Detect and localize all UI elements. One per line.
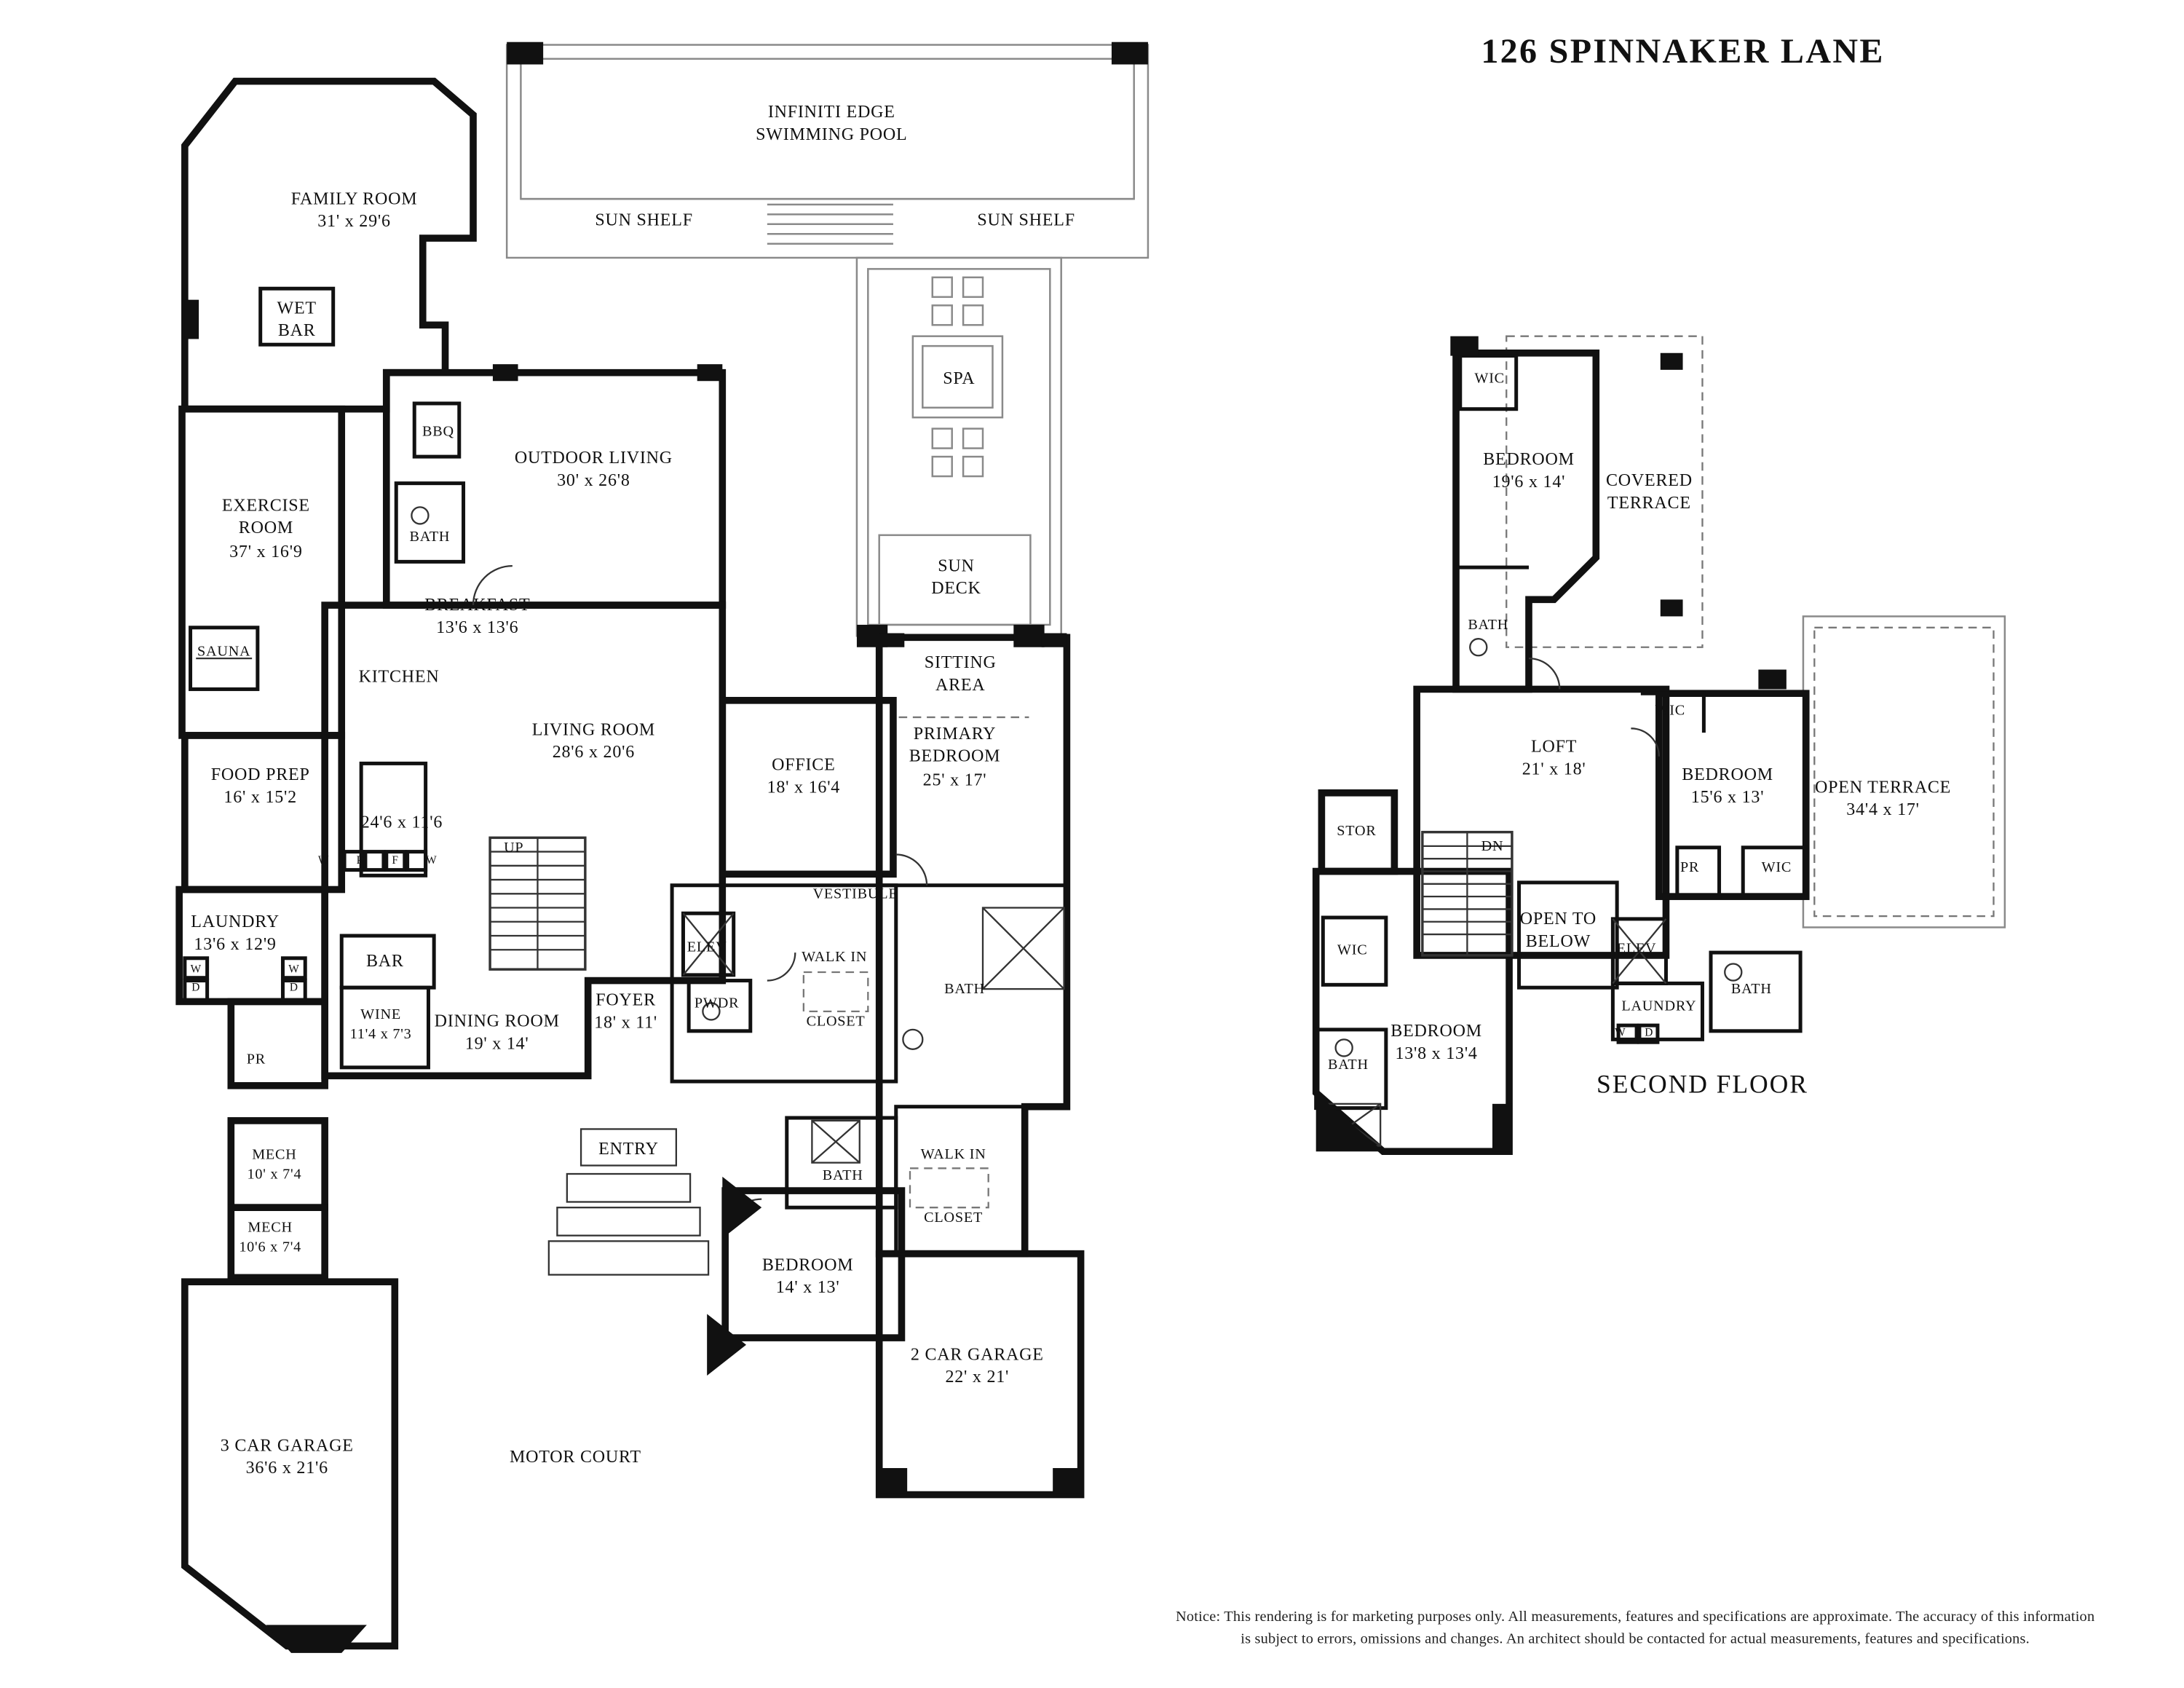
room-label-wet-bar: WET BAR [277,298,317,341]
room-label-open-terrace: OPEN TERRACE 34'4 x 17' [1814,777,1952,820]
room-label-guest-closet-2: CLOSET [924,1210,984,1226]
room-label-sun-shelf-left: SUN SHELF [595,210,693,230]
room-label-3-car-garage: 3 CAR GARAGE 36'6 x 21'6 [220,1435,354,1478]
wall-fills [184,42,1787,1653]
room-label-guest-closet-1: WALK IN [920,1147,986,1163]
dashed-outline-lines [802,335,1995,1209]
room-label-foyer: FOYER 18' x 11' [594,990,658,1033]
room-label-vestibule: VESTIBULE [812,887,898,903]
room-label-entry: ENTRY [598,1138,659,1159]
room-label-bath-top: BATH [1468,618,1509,634]
room-label-wic-mid: WIC [1655,703,1686,719]
room-label-food-prep: FOOD PREP 16' x 15'2 [210,764,310,808]
room-label-breakfast: BREAKFAST 13'6 x 13'6 [424,595,531,638]
room-label-family-room: FAMILY ROOM 31' x 29'6 [290,189,418,232]
room-label-primary-bedroom: PRIMARY BEDROOM 25' x 17' [909,723,1001,789]
room-label-bath-left: BATH [1328,1057,1369,1073]
room-label-pr-2f: PR [1680,860,1700,876]
room-label-up: UP [504,840,524,856]
room-label-open-to-below: OPEN TO BELOW [1519,908,1597,952]
room-label-covered-terrace: COVERED TERRACE [1605,470,1693,513]
room-label-bbq: BBQ [422,425,454,441]
room-label-motor-court: MOTOR COURT [509,1446,641,1467]
room-label-bath-right: BATH [1730,982,1772,998]
room-label-dining-room: DINING ROOM 19' x 14' [434,1011,560,1054]
room-label-spa: SPA [943,368,976,388]
label-kitchen-appliances: W R F W [317,853,449,867]
room-label-office: OFFICE 18' x 16'4 [767,754,841,797]
page-title: 126 SPINNAKER LANE [1481,33,1885,71]
room-label-wic-left: WIC [1337,942,1368,959]
label-washer-dryer-left: W D [190,962,202,993]
room-label-primary-closet-1: WALK IN [802,950,868,966]
room-label-sun-deck: SUN DECK [931,556,981,599]
room-label-bedroom: BEDROOM 14' x 13' [761,1255,854,1298]
room-label-swimming-pool: INFINITI EDGE SWIMMING POOL [756,101,908,145]
room-label-primary-bath: BATH [944,982,985,998]
label-washer-dryer-right: W D [288,962,300,993]
room-label-2-car-garage: 2 CAR GARAGE 22' x 21' [910,1344,1044,1387]
room-label-elevator-2f: ELEV [1616,942,1657,958]
pool-terrace-lines [505,44,2006,928]
room-label-kitchen: KITCHEN [358,666,440,687]
room-label-exercise-room: EXERCISE ROOM 37' x 16'9 [221,495,310,561]
room-label-bedroom-right: BEDROOM 15'6 x 13' [1682,764,1773,808]
room-label-wic-right: WIC [1761,860,1792,876]
room-label-dn: DN [1481,839,1504,855]
room-label-sun-shelf-right: SUN SHELF [977,210,1075,230]
second-floor-heading: SECOND FLOOR [1596,1071,1808,1100]
room-label-bedroom-left: BEDROOM 13'8 x 13'4 [1390,1020,1482,1064]
room-label-laundry: LAUNDRY 13'6 x 12'9 [191,911,280,955]
room-label-laundry-2f: LAUNDRY [1621,998,1697,1015]
room-label-bath-outdoor: BATH [409,529,451,545]
room-label-mech-2: MECH 10'6 x 7'4 [239,1220,301,1255]
room-label-wine: WINE 11'4 x 7'3 [349,1007,412,1043]
room-label-guest-bath: BATH [822,1168,863,1184]
room-label-sitting-area: SITTING AREA [924,652,997,695]
marketing-notice: Notice: This rendering is for marketing … [1175,1609,2095,1648]
room-label-outdoor-living: OUTDOOR LIVING 30' x 26'8 [514,448,673,491]
room-label-bar: BAR [365,950,404,971]
interior-walls [183,286,1808,1256]
room-label-elevator: ELEV [687,940,727,956]
room-label-bedroom-top: BEDROOM 19'6 x 14' [1483,449,1575,492]
label-washer-dryer-2f: W D [1615,1026,1661,1039]
room-label-loft: LOFT 21' x 18' [1522,736,1586,779]
room-label-kitchen-dims: 24'6 x 11'6 [360,812,443,832]
room-label-living-room: LIVING ROOM 28'6 x 20'6 [531,719,656,762]
room-label-primary-closet-2: CLOSET [806,1014,866,1030]
room-label-storage: STOR [1337,824,1377,840]
room-label-powder: PWDR [694,996,740,1012]
room-label-mech-1: MECH 10' x 7'4 [247,1148,302,1183]
room-label-sauna: SAUNA [197,644,251,660]
room-label-pr: PR [246,1052,266,1068]
room-label-wic-top: WIC [1474,371,1505,387]
